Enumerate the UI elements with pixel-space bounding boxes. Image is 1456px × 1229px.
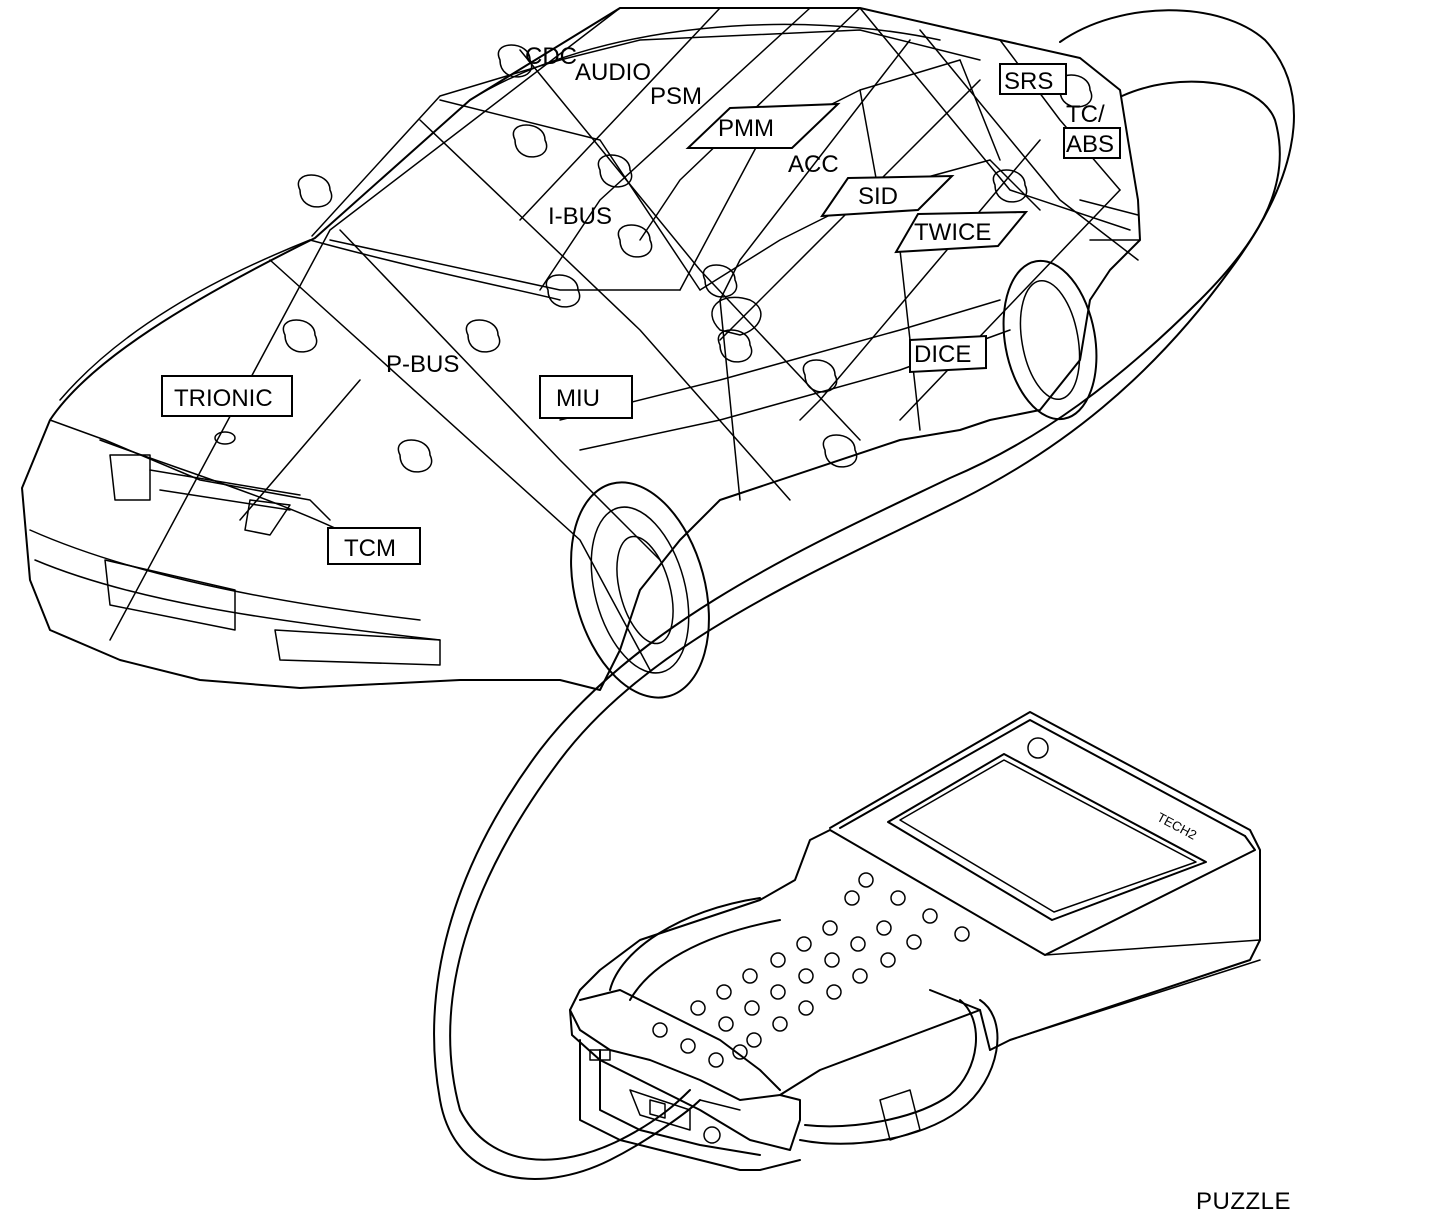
label-trionic: TRIONIC (174, 385, 273, 412)
label-tcm: TCM (344, 535, 396, 562)
label-sid-box (820, 174, 955, 218)
label-srs-box (999, 63, 1067, 95)
label-ibus: I-BUS (548, 203, 612, 230)
label-audio: AUDIO (575, 59, 651, 86)
tool-keypad (652, 872, 970, 1068)
label-pmm-box (685, 102, 841, 149)
diagnostic-cable (433, 9, 1295, 1180)
label-pmm: PMM (718, 115, 774, 142)
figure-caption: PUZZLE (1196, 1188, 1292, 1215)
module-labels: CDC AUDIO PSM PMM ACC SRS TC/ ABS I-BUS … (161, 43, 1121, 565)
label-tc: TC/ (1066, 101, 1105, 128)
puzzle-network-lines (109, 7, 1139, 671)
label-sid: SID (858, 183, 898, 210)
label-dice: DICE (914, 341, 971, 368)
label-acc: ACC (788, 151, 839, 178)
label-abs-box (1063, 127, 1121, 159)
label-dice-box (909, 334, 987, 374)
diagnostic-scan-tool: TECH2 (569, 711, 1261, 1171)
tool-screen (887, 753, 1207, 921)
tool-logo-icon (1027, 737, 1049, 759)
label-cdc: CDC (525, 43, 577, 70)
label-psm: PSM (650, 83, 702, 110)
label-twice-box (894, 210, 1029, 254)
label-twice: TWICE (914, 219, 991, 246)
label-pbus: P-BUS (386, 351, 459, 378)
label-tcm-box (327, 527, 421, 565)
label-abs: ABS (1066, 131, 1114, 158)
label-miu-box (539, 375, 633, 419)
label-trionic-box (161, 375, 293, 417)
label-miu: MIU (556, 385, 600, 412)
label-srs: SRS (1004, 68, 1053, 95)
